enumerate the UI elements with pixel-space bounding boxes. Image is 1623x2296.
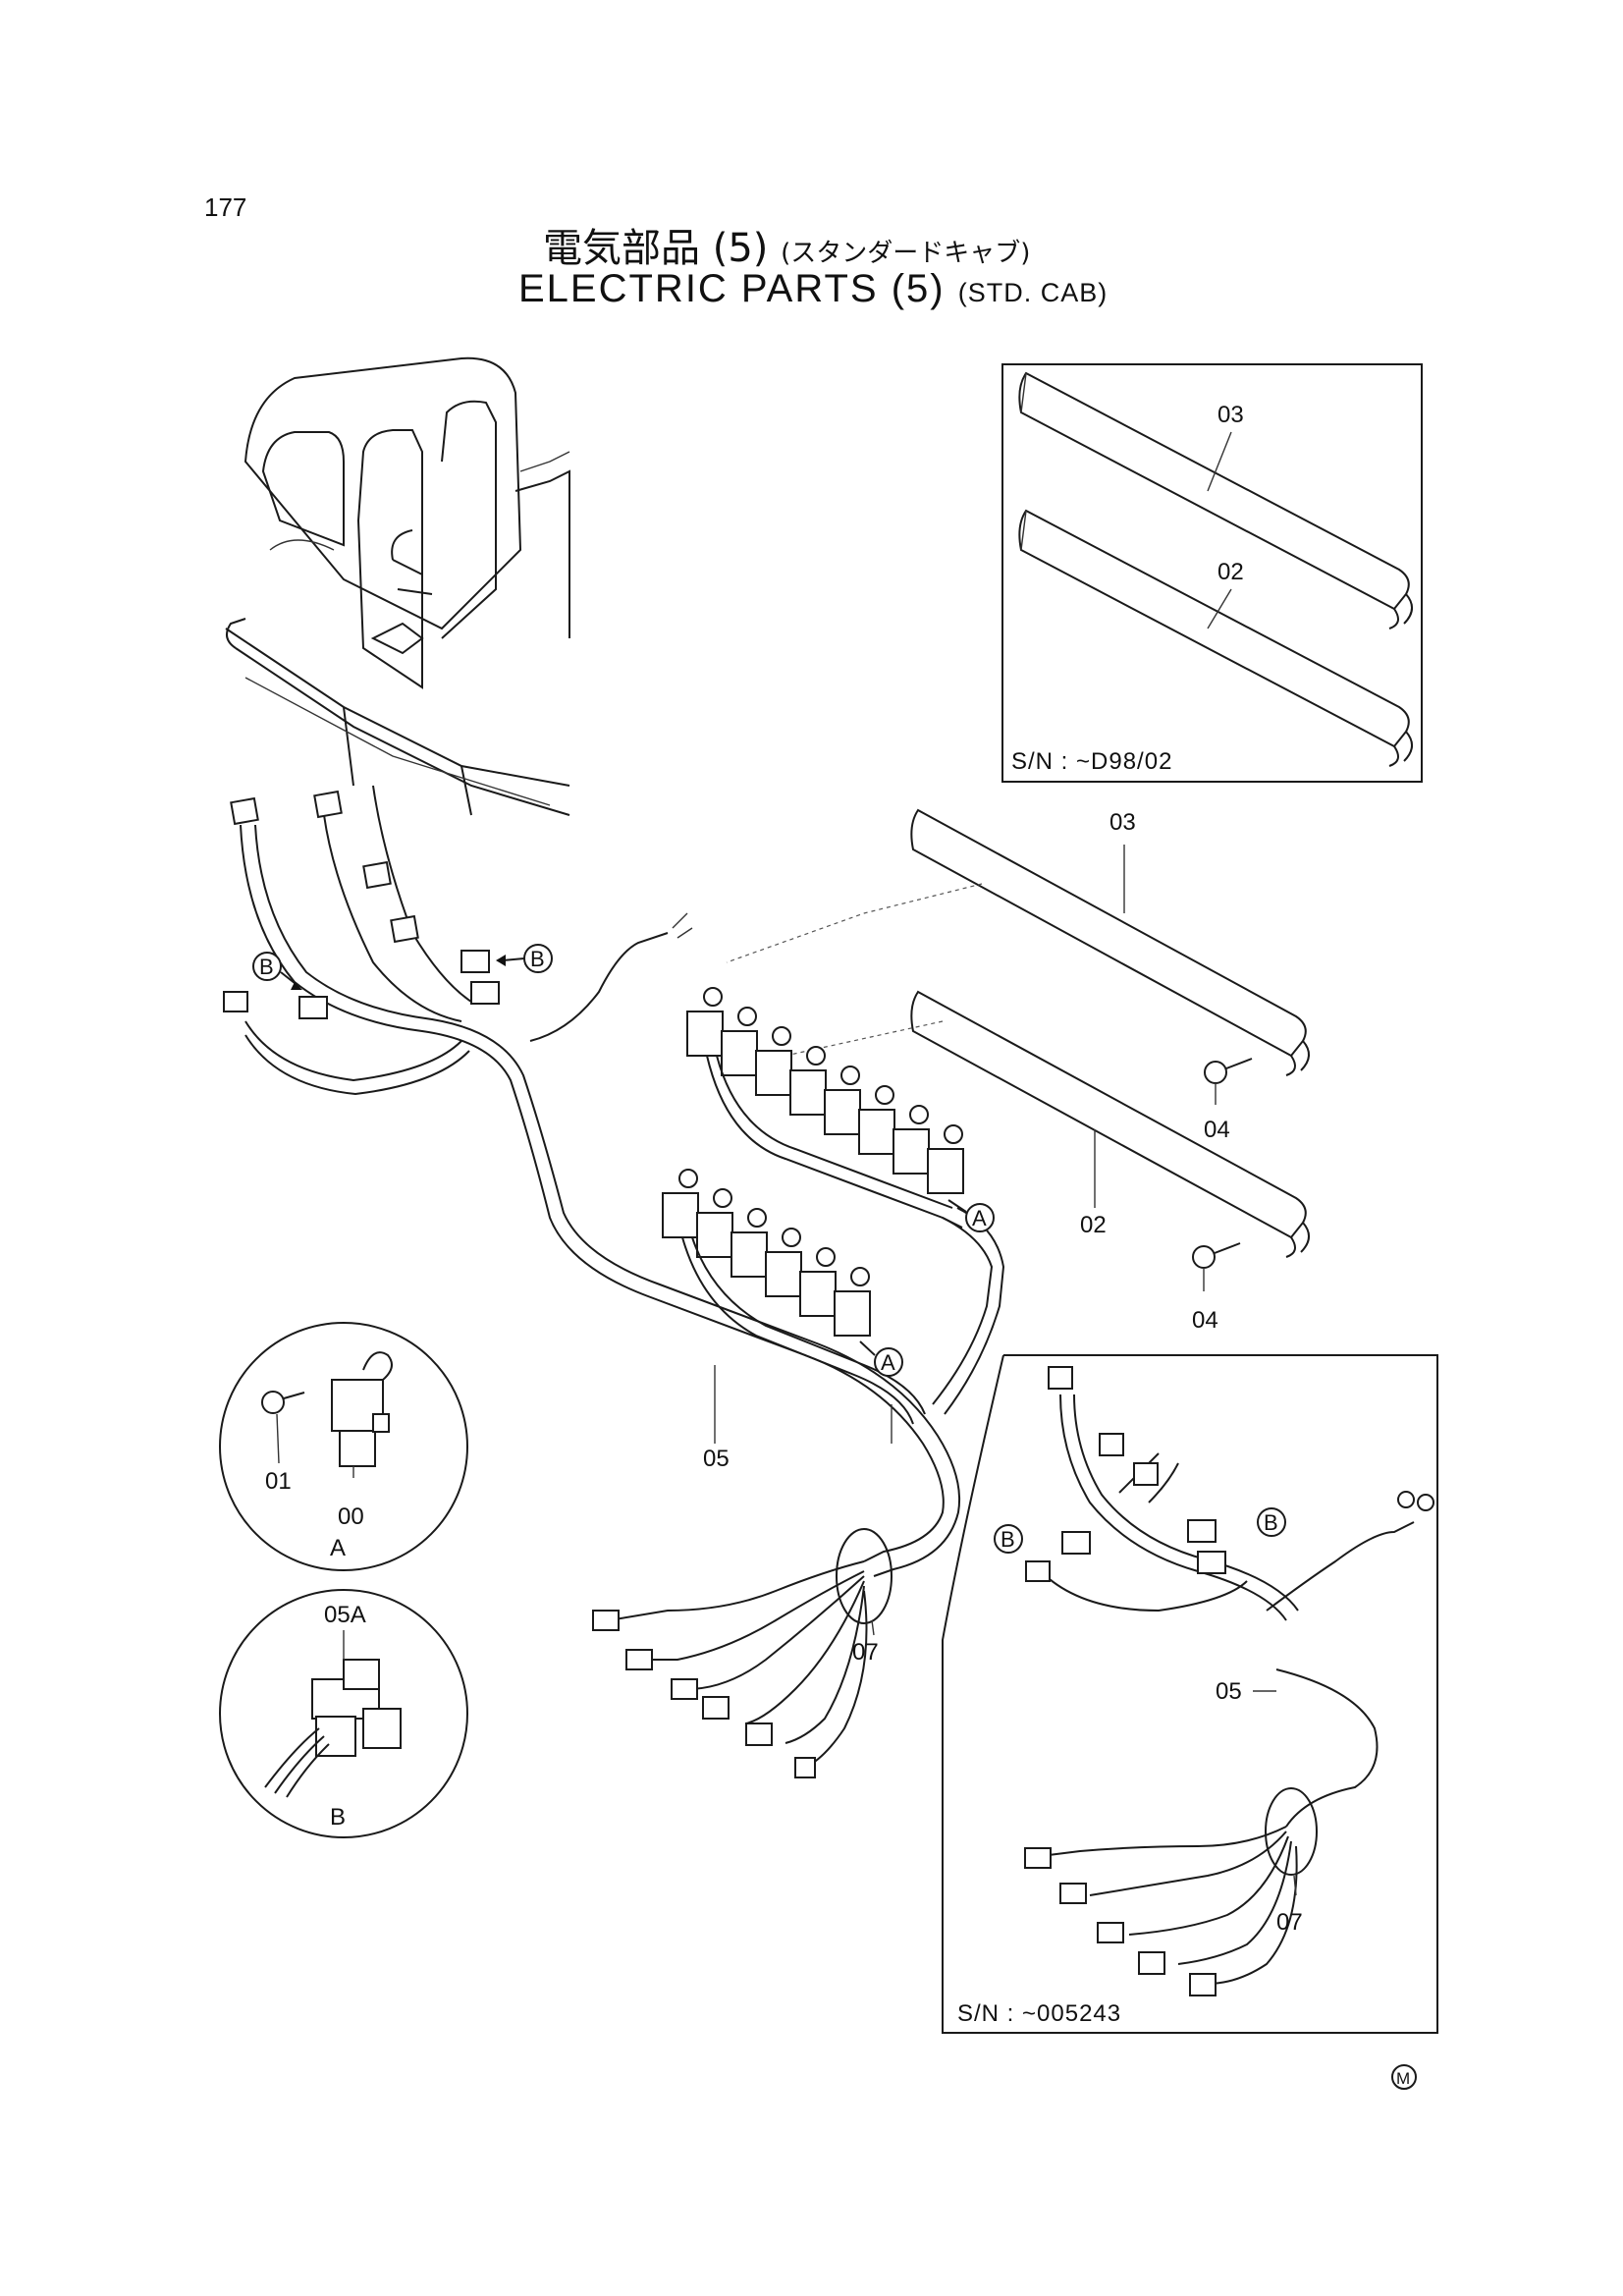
main-label-07: 07	[852, 1639, 879, 1666]
relay	[893, 1105, 930, 1175]
inset-bottom-label-07: 07	[1276, 1909, 1303, 1936]
relay	[730, 1208, 768, 1278]
excavator-cab-illustration	[225, 356, 570, 816]
inset-top-serial: S/N : ~D98/02	[1011, 748, 1172, 775]
relay	[765, 1228, 802, 1297]
relay	[789, 1046, 827, 1116]
detail-b-label-05a: 05A	[324, 1602, 366, 1628]
callout-b-right: B	[530, 947, 545, 971]
relay	[858, 1085, 895, 1155]
detail-a-label-01: 01	[265, 1468, 292, 1495]
page-number: 177	[204, 192, 247, 222]
relay	[696, 1188, 733, 1258]
detail-a: 01 00 A	[219, 1322, 468, 1571]
inset-top: 03 02 S/N : ~D98/02	[1001, 363, 1423, 783]
main-label-03: 03	[1109, 809, 1136, 836]
inset-top-label-03: 03	[1217, 402, 1244, 428]
relay	[662, 1169, 699, 1238]
relay	[834, 1267, 871, 1337]
m-mark: M	[1391, 2064, 1417, 2090]
relay-row-upper	[686, 987, 1005, 1415]
m-mark-letter: M	[1396, 2069, 1410, 2088]
relay	[721, 1007, 758, 1076]
main-label-04-upper: 04	[1204, 1117, 1230, 1143]
title-jp-sub: (スタンダードキャブ)	[781, 239, 1031, 268]
callouts-main: B B A A	[252, 944, 995, 1377]
relay	[755, 1026, 792, 1096]
detail-b: 05A B	[219, 1589, 468, 1838]
callout-b-inset-right: B	[1264, 1510, 1278, 1535]
inset-bottom-serial: S/N : ~005243	[957, 2000, 1121, 2027]
relay-row-lower	[662, 1169, 926, 1425]
title-japanese: 電気部品 (5) (スタンダードキャブ)	[543, 216, 1030, 273]
main-harness: 05 07	[223, 785, 961, 1778]
main-brackets: 03 02 04 04	[726, 808, 1310, 1334]
relay	[799, 1247, 837, 1317]
callout-a-lower: A	[881, 1350, 895, 1375]
detail-a-label-00: 00	[338, 1503, 364, 1530]
inset-top-label-02: 02	[1217, 559, 1244, 585]
relay	[686, 987, 724, 1057]
detail-b-caption: B	[330, 1804, 346, 1831]
title-en-main: ELECTRIC PARTS (5)	[518, 267, 946, 310]
callout-b-left: B	[259, 955, 274, 979]
relay	[824, 1066, 861, 1135]
callout-a-upper: A	[972, 1206, 987, 1230]
main-label-04-lower: 04	[1192, 1307, 1218, 1334]
title-jp-main: 電気部品 (5)	[543, 226, 769, 271]
callout-b-inset-left: B	[1001, 1527, 1015, 1552]
inset-bottom-label-05: 05	[1216, 1678, 1242, 1705]
main-label-05: 05	[703, 1446, 730, 1472]
title-en-sub: (STD. CAB)	[957, 278, 1109, 307]
title-english: ELECTRIC PARTS (5) (STD. CAB)	[518, 267, 1108, 311]
inset-bottom: B B 05 07 S/N : ~005243	[942, 1354, 1438, 2034]
relay	[927, 1124, 964, 1194]
main-label-02: 02	[1080, 1212, 1107, 1238]
detail-a-caption: A	[330, 1535, 346, 1561]
